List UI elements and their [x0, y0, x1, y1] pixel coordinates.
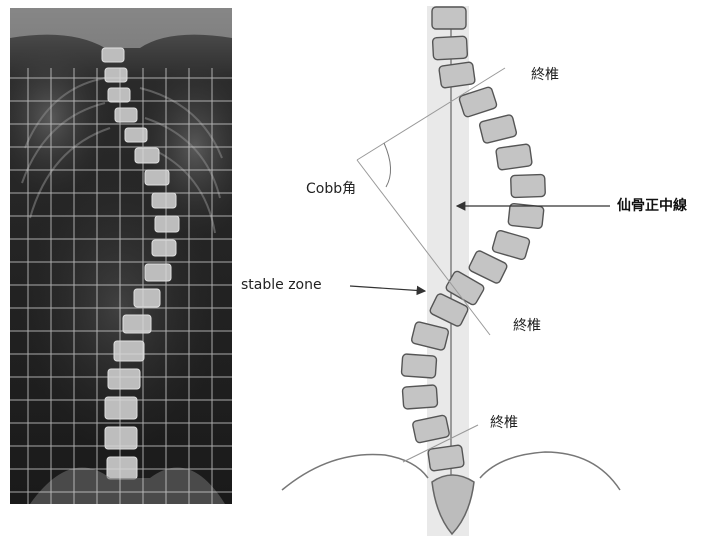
cobb-angle-label: Cobb角 — [306, 182, 356, 196]
lower-end-vertebra-line — [403, 425, 478, 462]
vertebra — [428, 445, 465, 472]
vertebra — [401, 354, 436, 378]
vertebra — [458, 86, 497, 117]
sacrum — [432, 475, 474, 534]
vertebra — [432, 36, 467, 60]
vertebra — [496, 144, 533, 171]
lower-endplate-line — [357, 160, 490, 335]
left-iliac-arc — [282, 454, 428, 490]
stable-zone-label: stable zone — [241, 278, 322, 292]
vertebra — [508, 203, 544, 228]
stable-zone-band — [427, 6, 469, 536]
vertebra — [479, 114, 517, 144]
vertebra — [439, 62, 476, 89]
csvl-label: 仙骨正中線 — [617, 199, 687, 213]
end-vertebra-top-label: 終椎 — [531, 68, 559, 82]
vertebra — [402, 385, 437, 409]
vertebra — [429, 293, 469, 328]
vertebra — [445, 270, 485, 306]
vertebra — [468, 250, 508, 285]
vertebrae — [401, 7, 545, 471]
vertebra — [411, 321, 449, 351]
vertebra — [492, 230, 531, 261]
vertebra — [511, 174, 546, 197]
upper-endplate-line — [357, 68, 505, 160]
spine-xray-image — [10, 8, 232, 504]
right-iliac-arc — [480, 452, 620, 490]
end-vertebra-mid-label: 終椎 — [513, 319, 541, 333]
cobb-angle-arc — [384, 143, 391, 187]
vertebra — [432, 7, 466, 29]
stable-zone-arrow — [350, 286, 425, 291]
end-vertebra-bottom-label: 終椎 — [490, 416, 518, 430]
vertebra — [412, 415, 450, 444]
